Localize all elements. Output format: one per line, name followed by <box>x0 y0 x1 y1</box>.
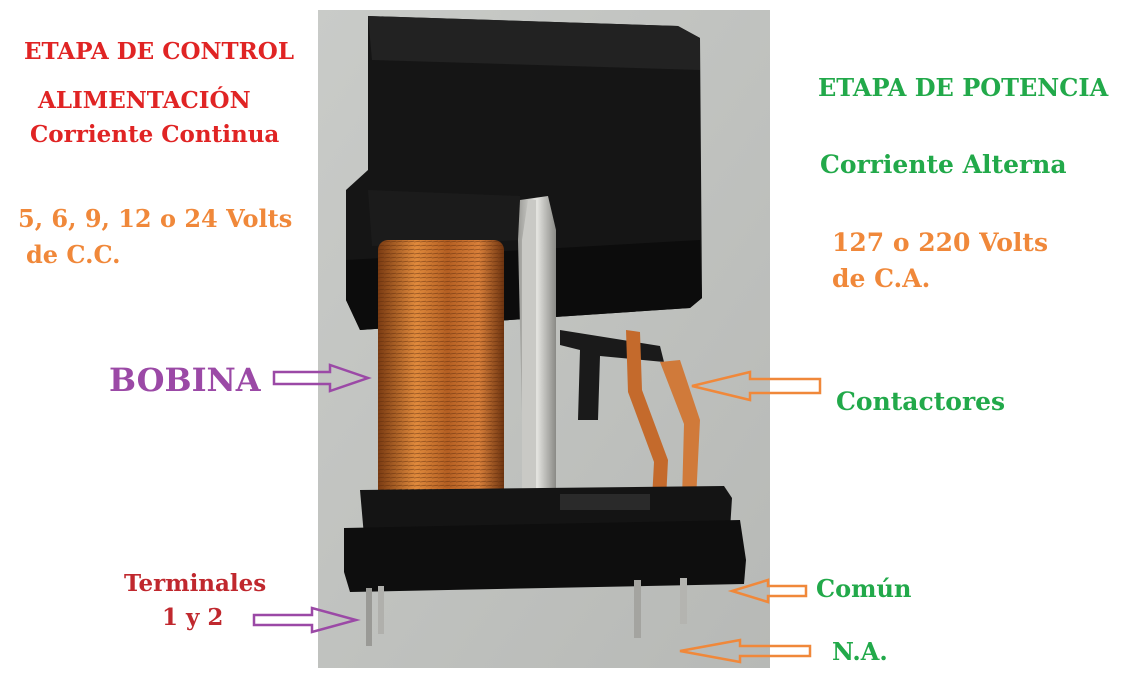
supply-label: ALIMENTACIÓN <box>38 87 251 114</box>
terminals-label-1: Terminales <box>124 570 267 597</box>
coil-arrow <box>272 363 372 393</box>
contact-no <box>660 360 700 500</box>
power-stage-label: ETAPA DE POTENCIA <box>818 73 1109 102</box>
pin-no <box>680 578 687 624</box>
terminals-label-2: 1 y 2 <box>162 604 224 631</box>
ac-label: Corriente Alterna <box>820 150 1067 179</box>
no-arrow <box>679 638 812 664</box>
pin-terminal-2 <box>378 586 384 634</box>
normally-open-label: N.A. <box>832 637 888 666</box>
dc-volts-label-2: de C.C. <box>26 240 121 269</box>
ac-volts-label-1: 127 o 220 Volts <box>832 228 1049 257</box>
contact-common <box>626 330 668 500</box>
contacts-label: Contactores <box>836 387 1006 416</box>
terminals-arrow <box>252 606 361 634</box>
ac-volts-label-2: de C.A. <box>832 264 931 293</box>
contacts-arrow <box>691 370 822 402</box>
pin-common <box>634 580 641 638</box>
dc-label: Corriente Continua <box>30 121 280 148</box>
pin-terminal-1 <box>366 588 372 646</box>
common-arrow <box>727 578 808 604</box>
common-label: Común <box>816 574 912 603</box>
control-stage-label: ETAPA DE CONTROL <box>24 38 294 65</box>
dc-volts-label-1: 5, 6, 9, 12 o 24 Volts <box>18 204 293 233</box>
coil-cap <box>368 190 524 246</box>
coil-label: BOBINA <box>109 361 261 399</box>
